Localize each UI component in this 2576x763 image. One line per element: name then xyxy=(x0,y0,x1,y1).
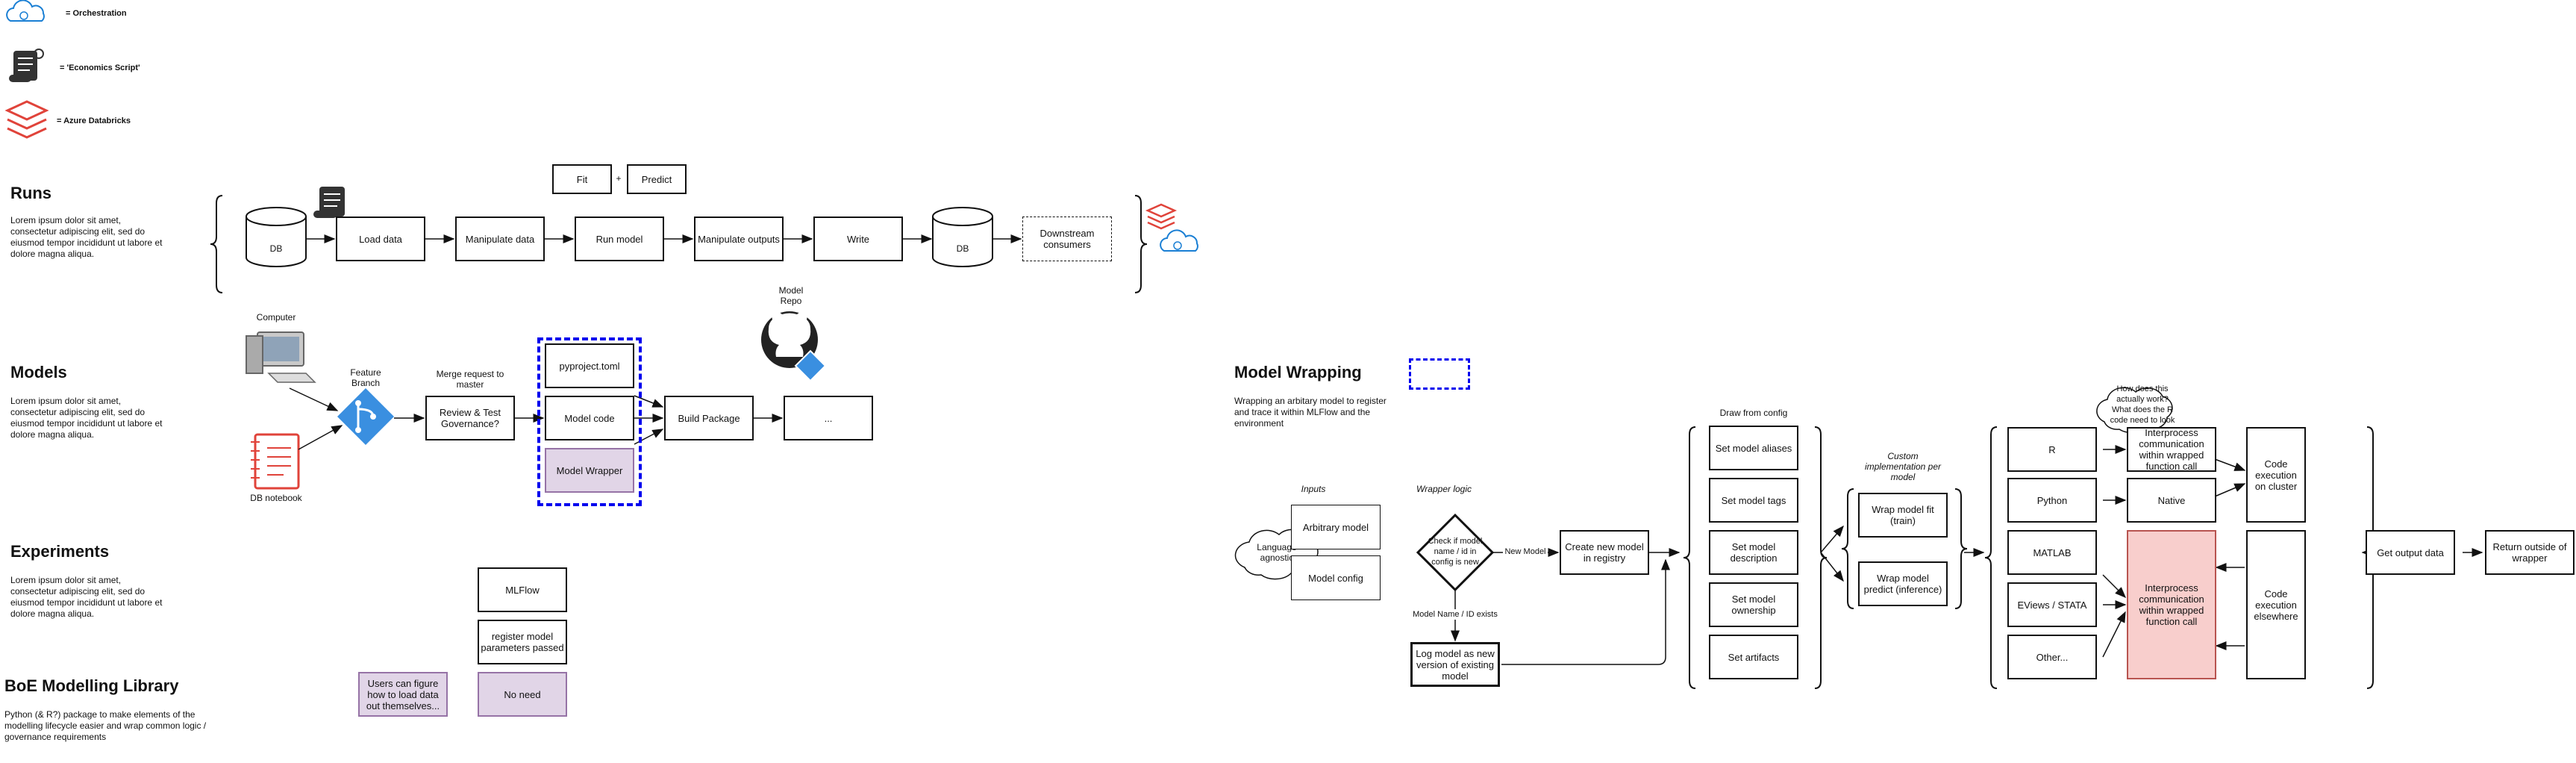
run-model-box: Run model xyxy=(575,217,664,261)
config-close-bracket xyxy=(1814,426,1828,689)
databricks-icon-runs xyxy=(1145,203,1178,230)
computer-icon xyxy=(246,331,316,383)
package-contents-dashed-box xyxy=(537,337,642,506)
merge-request-label: Merge request to master xyxy=(436,369,504,390)
config-open-bracket xyxy=(1683,426,1696,689)
section-desc-runs: Lorem ipsum dolor sit amet, consectetur … xyxy=(10,215,163,259)
code-cluster-box: Code execution on cluster xyxy=(2246,427,2306,523)
section-title-models: Models xyxy=(10,363,67,382)
runs-close-bracket xyxy=(1134,195,1148,293)
lang-python-box: Python xyxy=(2007,478,2097,523)
model-code-box: Model code xyxy=(545,396,634,440)
ellipsis-box: ... xyxy=(784,396,873,440)
db-label-2: DB xyxy=(956,243,969,254)
cloud-icon xyxy=(6,0,45,22)
section-desc-wrapping: Wrapping an arbitary model to register a… xyxy=(1234,396,1387,429)
feature-branch-label: Feature Branch xyxy=(350,367,381,388)
predict-box: Predict xyxy=(627,164,687,194)
set-aliases-box: Set model aliases xyxy=(1709,426,1798,470)
databricks-icon xyxy=(4,100,49,139)
db-cylinder-1 xyxy=(246,207,307,267)
set-description-box: Set model description xyxy=(1709,530,1798,575)
legend-economics-script: = 'Economics Script' xyxy=(60,63,140,72)
manipulate-outputs-box: Manipulate outputs xyxy=(694,217,784,261)
fit-box: Fit xyxy=(552,164,612,194)
db-cylinder-2 xyxy=(932,207,993,267)
log-version-box: Log model as new version of existing mod… xyxy=(1410,642,1500,687)
notebook-icon xyxy=(251,433,300,490)
inputs-label: Inputs xyxy=(1301,484,1326,494)
legend-orchestration: = Orchestration xyxy=(66,9,127,18)
custom-close-bracket xyxy=(1954,488,1968,609)
register-params-box: register model parameters passed xyxy=(478,620,567,664)
db-label-1: DB xyxy=(269,243,283,254)
model-config-box: Model config xyxy=(1291,555,1381,600)
check-new-label: Check if model name / id in config is ne… xyxy=(1428,537,1483,567)
return-outside-box: Return outside of wrapper xyxy=(2485,530,2575,575)
build-package-box: Build Package xyxy=(664,396,754,440)
write-box: Write xyxy=(813,217,903,261)
dashed-legend-box xyxy=(1409,358,1470,390)
legend-azure-databricks: = Azure Databricks xyxy=(57,116,131,125)
ipc-top-box: Interprocess communication within wrappe… xyxy=(2127,427,2216,472)
arbitrary-model-box: Arbitrary model xyxy=(1291,505,1381,549)
wrap-predict-box: Wrap model predict (inference) xyxy=(1858,561,1948,606)
model-repo-label: Model Repo xyxy=(778,285,804,306)
wrap-fit-box: Wrap model fit (train) xyxy=(1858,493,1948,538)
section-title-runs: Runs xyxy=(10,184,51,202)
set-ownership-box: Set model ownership xyxy=(1709,582,1798,627)
language-agnostic-label: Language agnostic xyxy=(1257,542,1297,563)
get-output-box: Get output data xyxy=(2366,530,2455,575)
lang-matlab-box: MATLAB xyxy=(2007,530,2097,575)
plus-sign: + xyxy=(616,173,622,184)
wrapper-logic-label: Wrapper logic xyxy=(1416,484,1472,494)
lang-eviews-box: EViews / STATA xyxy=(2007,582,2097,627)
section-title-wrapping: Model Wrapping xyxy=(1234,363,1362,382)
model-wrapper-box: Model Wrapper xyxy=(545,448,634,493)
computer-label: Computer xyxy=(256,312,296,323)
no-need-box: No need xyxy=(478,672,567,717)
section-title-boe: BoE Modelling Library xyxy=(4,676,179,695)
lang-open-bracket xyxy=(1984,426,1998,689)
set-artifacts-box: Set artifacts xyxy=(1709,635,1798,679)
custom-open-bracket xyxy=(1841,488,1854,609)
section-desc-experiments: Lorem ipsum dolor sit amet, consectetur … xyxy=(10,575,163,619)
users-load-data-box: Users can figure how to load data out th… xyxy=(358,672,448,717)
section-desc-boe: Python (& R?) package to make elements o… xyxy=(4,709,207,742)
git-branch-icon xyxy=(337,388,394,445)
load-data-box: Load data xyxy=(336,217,425,261)
code-elsewhere-box: Code execution elsewhere xyxy=(2246,530,2306,679)
manipulate-data-box: Manipulate data xyxy=(455,217,545,261)
custom-impl-label: Custom implementation per model xyxy=(1864,451,1942,482)
draw-from-config-label: Draw from config xyxy=(1719,408,1788,418)
lang-other-box: Other... xyxy=(2007,635,2097,679)
script-icon-runs xyxy=(313,187,345,218)
lang-r-box: R xyxy=(2007,427,2097,472)
db-notebook-label: DB notebook xyxy=(250,493,302,503)
pyproject-box: pyproject.toml xyxy=(545,343,634,388)
script-icon xyxy=(9,49,44,82)
downstream-consumers-box: Downstream consumers xyxy=(1022,217,1112,261)
ipc-bottom-box: Interprocess communication within wrappe… xyxy=(2127,530,2216,679)
review-governance-box: Review & Test Governance? xyxy=(425,396,515,440)
mlflow-box: MLFlow xyxy=(478,567,567,612)
section-title-experiments: Experiments xyxy=(10,542,110,561)
section-desc-models: Lorem ipsum dolor sit amet, consectetur … xyxy=(10,396,163,440)
github-icon xyxy=(761,311,827,382)
cloud-icon-runs xyxy=(1160,229,1198,252)
exists-edge-label: Model Name / ID exists xyxy=(1410,609,1500,620)
new-model-edge-label: New Model xyxy=(1503,546,1548,557)
create-model-box: Create new model in registry xyxy=(1560,530,1649,575)
runs-open-bracket xyxy=(210,195,223,293)
native-box: Native xyxy=(2127,478,2216,523)
set-tags-box: Set model tags xyxy=(1709,478,1798,523)
